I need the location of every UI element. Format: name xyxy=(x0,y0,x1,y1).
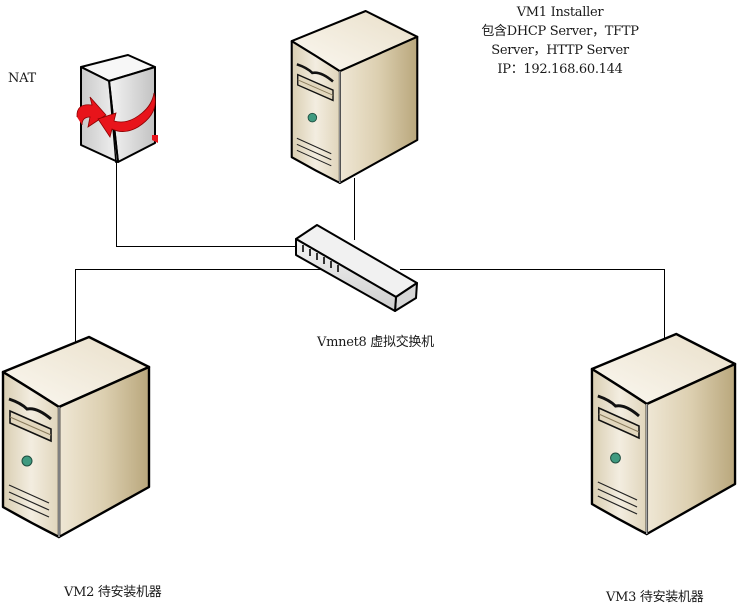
vm1-label-line-4: IP：192.168.60.144 xyxy=(497,62,623,77)
connection-nat-switch xyxy=(116,160,300,247)
network-switch-icon xyxy=(295,224,418,312)
vm2-label: VM2 待安装机器 xyxy=(64,585,162,600)
vm1-label-line-2: 包含DHCP Server，TFTP xyxy=(481,24,639,39)
vm3-server-icon xyxy=(590,332,737,536)
connection-lines xyxy=(75,160,665,345)
nat-router-icon xyxy=(76,54,158,164)
vm1-server-icon xyxy=(290,9,419,185)
connection-switch-vm3 xyxy=(400,269,665,343)
nat-label: NAT xyxy=(8,71,36,86)
switch-label: Vmnet8 虚拟交换机 xyxy=(317,335,434,350)
vm1-label-line-3: Server，HTTP Server xyxy=(491,43,629,58)
vm1-label: VM1 Installer 包含DHCP Server，TFTP Server，… xyxy=(470,3,650,79)
vm2-server-icon xyxy=(1,335,151,539)
vm3-label: VM3 待安装机器 xyxy=(606,590,704,605)
vm1-label-line-1: VM1 Installer xyxy=(516,5,604,20)
connection-switch-vm2 xyxy=(75,269,330,345)
